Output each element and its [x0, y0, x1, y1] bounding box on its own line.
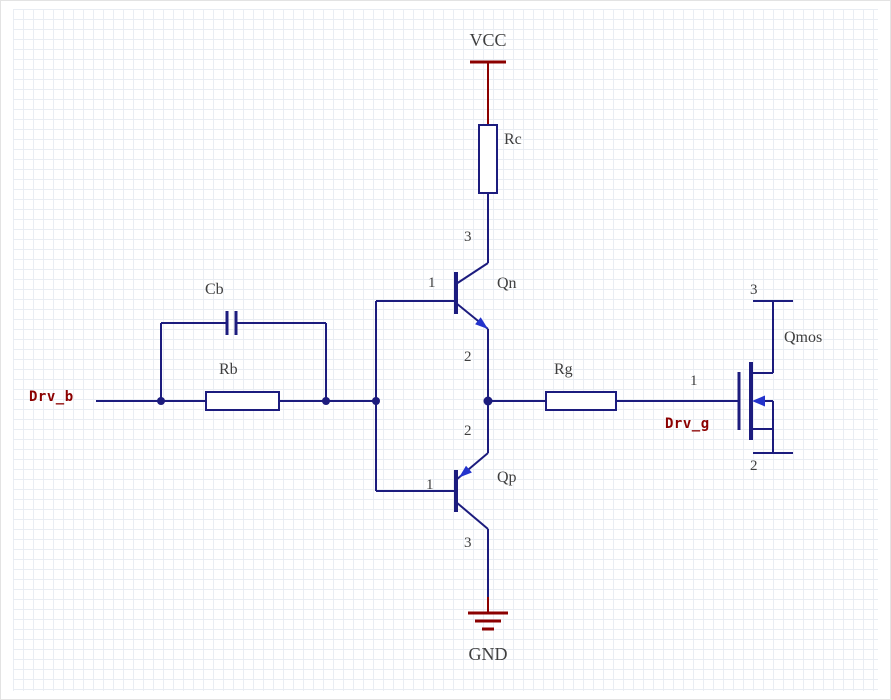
net-label-vcc: VCC [469, 30, 507, 50]
ref-label-qmos: Qmos [784, 329, 823, 346]
ref-label-qn: Qn [497, 275, 517, 292]
gnd-power-port-symbol [468, 597, 508, 631]
pin-label-qn-collector: 3 [464, 229, 472, 245]
net-label-drv-b: Drv_b [29, 389, 74, 405]
pin-label-qn-base: 1 [428, 275, 436, 291]
junction-dot [322, 397, 330, 405]
pin-label-qp-collector: 3 [464, 535, 472, 551]
pin-label-qmos-gate: 1 [690, 373, 698, 389]
pin-label-qmos-drain: 3 [750, 282, 758, 298]
resistor-rc-symbol [478, 124, 498, 263]
ref-label-qp: Qp [497, 469, 517, 486]
qmos-body-arrow-icon [752, 395, 765, 407]
capacitor-cb-symbol [225, 311, 238, 335]
ref-label-cb: Cb [205, 281, 224, 298]
resistor-rg-symbol [545, 391, 617, 411]
pin-label-qmos-source: 2 [750, 458, 758, 474]
ref-label-rb: Rb [219, 361, 238, 378]
transistor-qn-symbol [376, 262, 489, 401]
junction-dot [372, 397, 380, 405]
pin-label-qn-emitter: 2 [464, 349, 472, 365]
mosfet-qmos-symbol [737, 300, 793, 454]
vcc-power-port-symbol [470, 60, 506, 125]
pin-label-qp-base: 1 [426, 477, 434, 493]
net-label-gnd: GND [468, 644, 508, 664]
pin-label-qp-emitter: 2 [464, 423, 472, 439]
input-network-wires [96, 301, 380, 491]
ref-label-rc: Rc [504, 131, 522, 148]
junction-dot [157, 397, 165, 405]
transistor-qp-symbol [376, 401, 489, 597]
net-label-drv-g: Drv_g [665, 416, 710, 432]
grid-background [13, 9, 878, 691]
qp-emitter-arrow-icon [459, 465, 472, 478]
resistor-rb-symbol [205, 391, 280, 411]
qn-emitter-arrow-icon [475, 317, 488, 329]
ref-label-rg: Rg [554, 361, 573, 378]
